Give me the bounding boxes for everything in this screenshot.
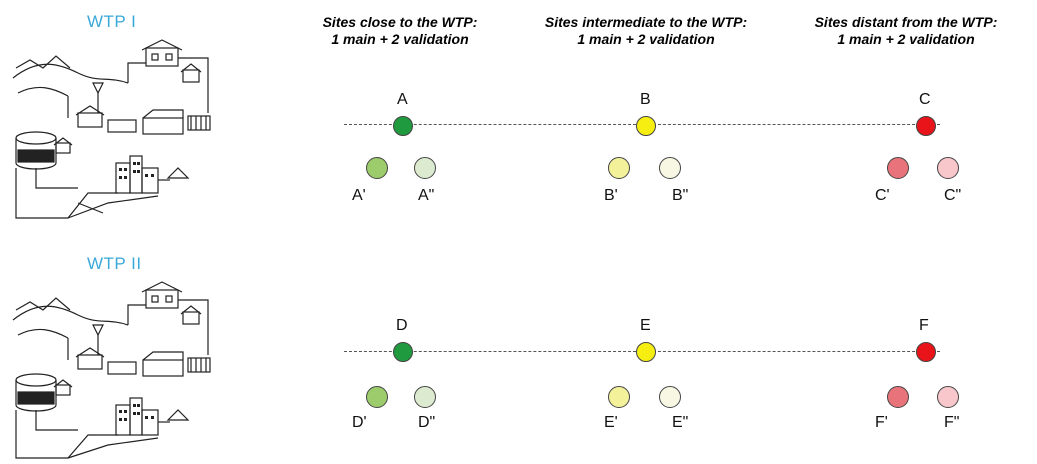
site-a-marker (393, 116, 413, 136)
site-d1-label: D' (352, 414, 367, 431)
column-header-intermediate: Sites intermediate to the WTP: 1 main + … (516, 14, 776, 48)
wtp-1-label: WTP I (87, 12, 137, 31)
column-header-close-line2: 1 main + 2 validation (331, 31, 469, 47)
site-e-marker (636, 342, 656, 362)
column-header-close: Sites close to the WTP: 1 main + 2 valid… (270, 14, 530, 48)
site-c2-marker (937, 157, 959, 179)
site-c2-label: C" (944, 187, 962, 204)
site-d-label: D (396, 317, 408, 334)
site-d2-label: D" (418, 414, 436, 431)
site-e1-label: E' (604, 414, 618, 431)
wtp-2-label: WTP II (87, 254, 142, 273)
site-a1-marker (366, 157, 388, 179)
site-f1-marker (887, 386, 909, 408)
site-f2-marker (937, 386, 959, 408)
water-treatment-plant-illustration-2 (12, 281, 211, 459)
site-c-marker (916, 116, 936, 136)
site-b2-label: B" (672, 187, 689, 204)
water-treatment-plant-illustration-1 (12, 39, 211, 219)
site-f1-label: F' (875, 414, 888, 431)
site-a2-marker (414, 157, 436, 179)
site-d2-marker (414, 386, 436, 408)
site-e-label: E (640, 317, 651, 334)
column-header-intermediate-line1: Sites intermediate to the WTP: (544, 14, 748, 30)
column-header-distant-line2: 1 main + 2 validation (837, 31, 975, 47)
site-c1-label: C' (875, 187, 890, 204)
site-b1-label: B' (604, 187, 618, 204)
column-header-distant-line1: Sites distant from the WTP: (814, 14, 998, 30)
site-f2-label: F" (944, 414, 960, 431)
column-header-close-line1: Sites close to the WTP: (322, 14, 478, 30)
site-c-label: C (919, 91, 931, 108)
site-c1-marker (887, 157, 909, 179)
site-b-label: B (640, 91, 651, 108)
site-e2-marker (659, 386, 681, 408)
site-e1-marker (608, 386, 630, 408)
column-header-intermediate-line2: 1 main + 2 validation (577, 31, 715, 47)
site-b2-marker (659, 157, 681, 179)
site-a1-label: A' (352, 187, 366, 204)
site-a2-label: A" (418, 187, 435, 204)
site-b1-marker (608, 157, 630, 179)
site-a-label: A (397, 91, 408, 108)
site-f-label: F (919, 317, 929, 334)
site-e2-label: E" (672, 414, 689, 431)
site-d-marker (393, 342, 413, 362)
site-f-marker (916, 342, 936, 362)
column-header-distant: Sites distant from the WTP: 1 main + 2 v… (776, 14, 1036, 48)
site-d1-marker (366, 386, 388, 408)
site-b-marker (636, 116, 656, 136)
